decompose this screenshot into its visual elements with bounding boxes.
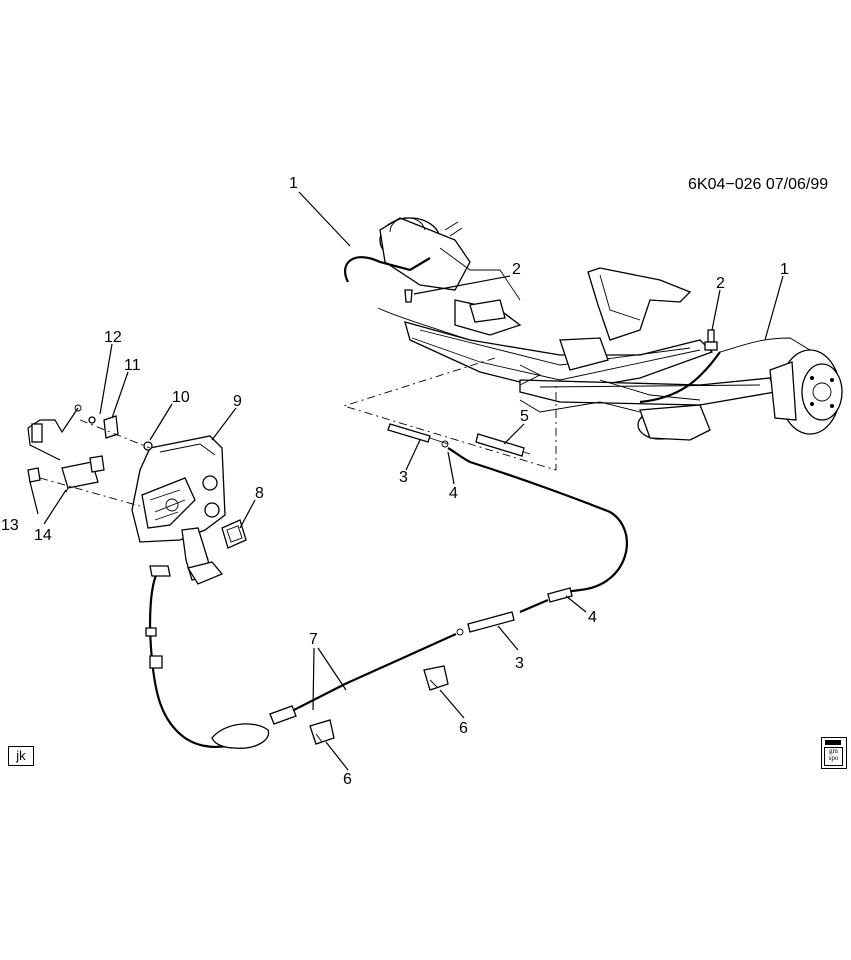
callout-12: 12	[104, 329, 122, 346]
adjuster-3-upper	[387, 423, 449, 448]
callout-8: 8	[255, 485, 264, 502]
pedal-cable	[148, 567, 241, 748]
bolt-13	[27, 467, 41, 483]
logo-text: gm spo	[824, 747, 843, 766]
callout-2-left: 2	[512, 261, 521, 278]
gm-spo-logo-icon: gm spo	[821, 737, 847, 769]
parking-brake-pedal-assembly	[131, 435, 226, 585]
callout-13: 13	[1, 517, 19, 534]
leader-lines	[29, 191, 784, 771]
callout-1-left: 1	[289, 175, 298, 192]
diagram-code: 6K04−026 07/06/99	[688, 176, 829, 193]
callout-4-lower: 4	[588, 609, 597, 626]
switch-14	[61, 455, 105, 493]
callout-11: 11	[124, 357, 141, 374]
clip-6-right	[423, 665, 449, 691]
callout-6-right: 6	[459, 720, 468, 737]
callout-7: 7	[309, 631, 318, 648]
rear-cable-4	[447, 447, 628, 594]
callout-6-left: 6	[343, 771, 352, 788]
guide-line	[342, 357, 557, 471]
assembly-guide	[79, 419, 151, 449]
adjuster-3-lower	[467, 611, 515, 633]
callout-10: 10	[172, 389, 190, 406]
rear-axle-assembly	[344, 217, 843, 441]
nut-12	[88, 416, 96, 424]
callout-1-right: 1	[780, 261, 789, 278]
callout-3-lower: 3	[515, 655, 524, 672]
nut-10	[143, 441, 153, 451]
initials-box: jk	[8, 746, 34, 766]
adjuster-5	[475, 433, 531, 457]
callout-4-upper: 4	[449, 485, 458, 502]
wiring-harness	[27, 404, 82, 461]
callout-3-upper: 3	[399, 469, 408, 486]
callout-5: 5	[520, 408, 529, 425]
callout-2-right: 2	[716, 275, 725, 292]
clip-6-left	[309, 719, 335, 745]
callout-9: 9	[233, 393, 242, 410]
callout-14: 14	[34, 527, 52, 544]
